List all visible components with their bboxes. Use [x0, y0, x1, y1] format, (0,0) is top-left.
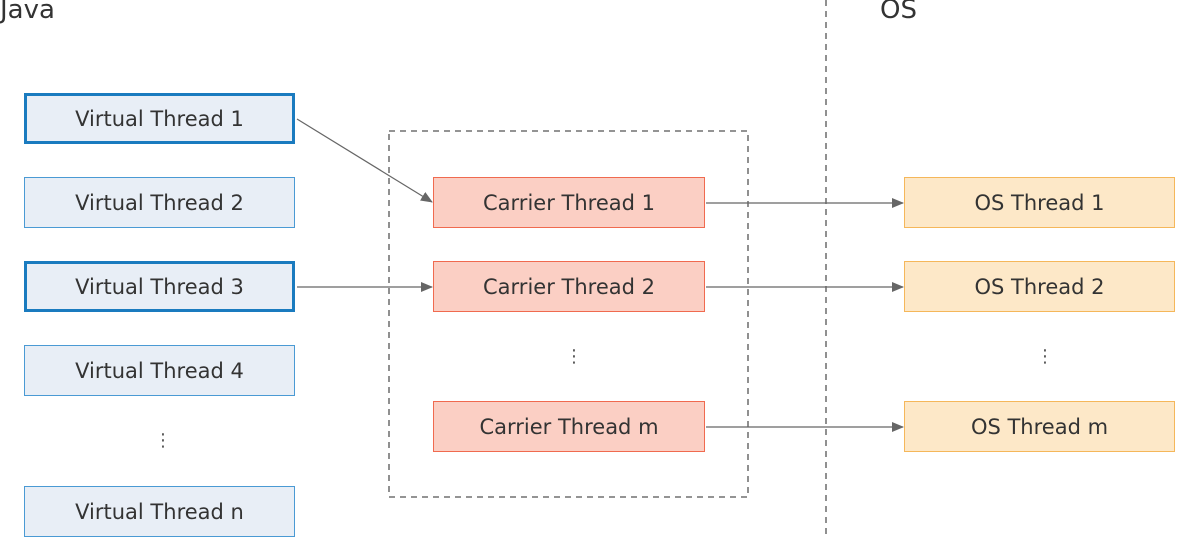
carrier-thread-2: Carrier Thread 2 — [433, 261, 705, 312]
carrier-thread-ellipsis: ⋮ — [565, 346, 583, 367]
os-thread-ellipsis: ⋮ — [1036, 346, 1054, 367]
os-thread-m: OS Thread m — [904, 401, 1175, 452]
os-thread-2: OS Thread 2 — [904, 261, 1175, 312]
arrow-vt1-to-ct1 — [296, 118, 433, 203]
virtual-thread-ellipsis: ⋮ — [154, 430, 172, 451]
carrier-pool-frame — [388, 130, 749, 498]
virtual-thread-4: Virtual Thread 4 — [24, 345, 295, 396]
virtual-thread-3: Virtual Thread 3 — [24, 261, 295, 312]
os-thread-1: OS Thread 1 — [904, 177, 1175, 228]
virtual-thread-1: Virtual Thread 1 — [24, 93, 295, 144]
java-heading: Java — [0, 0, 55, 25]
carrier-thread-m: Carrier Thread m — [433, 401, 705, 452]
os-heading: OS — [880, 0, 917, 25]
virtual-thread-n: Virtual Thread n — [24, 486, 295, 537]
carrier-thread-1: Carrier Thread 1 — [433, 177, 705, 228]
virtual-thread-2: Virtual Thread 2 — [24, 177, 295, 228]
